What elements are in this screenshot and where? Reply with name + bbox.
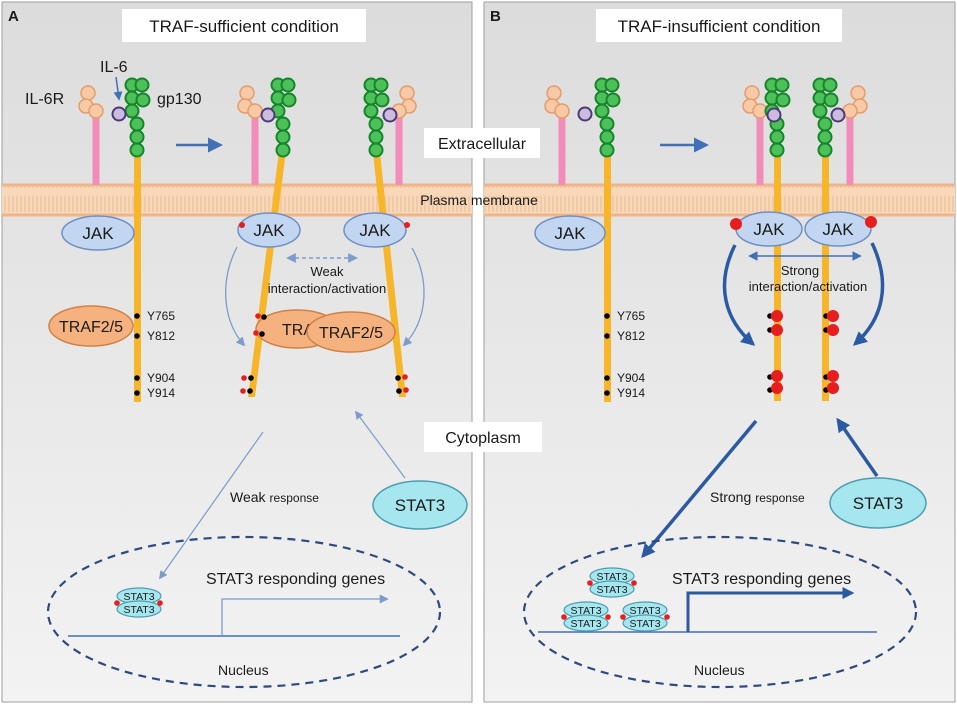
panel-b: B TRAF-insufficient condition JAK Y765 Y…	[483, 1, 956, 703]
y904-label: Y904	[147, 371, 175, 385]
extracellular-label: Extracellular	[438, 136, 527, 153]
il6-ligand-dimer-right-b	[830, 107, 846, 123]
svg-text:STAT3: STAT3	[123, 604, 154, 616]
stat3-genes-label-b: STAT3 responding genes	[672, 571, 851, 588]
gp130-cytoplasmic-chain-a	[134, 144, 141, 402]
panel-a-letter: A	[8, 8, 19, 25]
jak-label-b: JAK	[554, 224, 586, 243]
il6-ligand-dimer-right-a	[382, 107, 398, 123]
interaction-strength-a: Weak	[311, 264, 344, 279]
jak-dimer-right-label-a: JAK	[359, 221, 391, 240]
il6-ligand-dimer-left-b	[766, 107, 782, 123]
cytoplasm-label: Cytoplasm	[445, 430, 521, 447]
panel-a: A TRAF-sufficient condition IL-6 IL-6R g…	[1, 1, 473, 703]
gp130-dimer-right-chain-b	[822, 143, 829, 401]
extracellular-box	[424, 128, 540, 158]
y914-label: Y914	[147, 386, 175, 400]
traf-dimer-label: TRAF2/5	[319, 325, 383, 342]
y812-label: Y812	[147, 329, 175, 343]
gp130-dimer-left-chain-b	[774, 143, 781, 401]
il6-ligand-dimer-left-a	[260, 107, 276, 123]
stat3-free-b	[829, 477, 927, 529]
il6-ligand-b	[577, 106, 593, 122]
weak-response-arrow	[159, 431, 264, 580]
svg-text:STAT3: STAT3	[629, 605, 660, 617]
cytoplasm-box	[424, 422, 542, 452]
svg-text:STAT3: STAT3	[629, 618, 660, 630]
svg-text:STAT3: STAT3	[596, 584, 627, 596]
jak-monomer-a	[61, 215, 135, 251]
transcription-arrow-a	[221, 594, 389, 636]
nucleus-b	[522, 535, 918, 689]
plasma-membrane-label: Plasma membrane	[420, 192, 538, 208]
stat3-recruit-arrow-b	[836, 417, 879, 478]
nucleus-a	[46, 535, 442, 689]
ligand-label: IL-6	[100, 59, 128, 76]
strong-response-arrow	[641, 419, 758, 559]
jak-curve-arrow-left-b	[722, 244, 756, 346]
ligand-pointer-arrow	[113, 76, 123, 101]
jak-curve-arrow-left-a	[225, 246, 246, 347]
traf-dimer-front	[306, 311, 396, 353]
nucleus-label-a: Nucleus	[218, 662, 269, 678]
phospho-sites-dimer-b	[767, 310, 839, 394]
stat3-dimer-b3: STAT3 STAT3	[620, 601, 670, 632]
interaction-sub-b: interaction/activation	[749, 279, 868, 294]
jak-dimer-right-label-b: JAK	[822, 220, 854, 239]
panel-a-condition-title: TRAF-sufficient condition	[149, 17, 339, 36]
traf-label: TRAF2/5	[59, 319, 123, 336]
gp130-dimer-right-chain-a	[372, 143, 406, 397]
stat3-dimer-b2: STAT3 STAT3	[561, 601, 611, 632]
traf-monomer	[48, 305, 134, 347]
jak-monomer-b	[534, 215, 606, 251]
phospho-jak-right-b	[865, 216, 877, 228]
panel-b-condition-title: TRAF-insufficient condition	[618, 17, 821, 36]
jak-curve-arrow-right-b	[852, 242, 885, 346]
jak-dimer-right-b	[804, 211, 872, 247]
tyrosine-sites-a	[134, 313, 140, 396]
transcription-arrow-b	[686, 587, 855, 632]
interaction-strength-b: Strong	[781, 263, 819, 278]
stat3-recruit-arrow-a	[354, 410, 406, 479]
stat3-dimer-b1: STAT3 STAT3	[587, 567, 637, 598]
y914-label-b: Y914	[617, 386, 645, 400]
receptor-label: IL-6R	[25, 91, 64, 108]
y765-label: Y765	[147, 309, 175, 323]
jak-dimer-left-a	[237, 212, 301, 248]
stat3-genes-label-a: STAT3 responding genes	[206, 571, 385, 588]
tyrosine-sites-b	[604, 313, 610, 396]
y812-label-b: Y812	[617, 329, 645, 343]
phospho-sites-dimer-a	[240, 313, 409, 394]
panel-a-condition-box	[122, 9, 366, 42]
stat3-dimer-a: STAT3 STAT3	[114, 587, 163, 618]
jak-dimer-left-label-a: JAK	[253, 221, 285, 240]
interaction-sub-a: interaction/activation	[268, 281, 387, 296]
nucleus-label-b: Nucleus	[694, 662, 745, 678]
jak-dimer-right-a	[343, 212, 407, 248]
plasma-membrane-b	[484, 184, 955, 216]
y765-label-b: Y765	[617, 309, 645, 323]
jak-label: JAK	[82, 224, 114, 243]
panel-b-condition-box	[596, 9, 842, 42]
svg-text:STAT3: STAT3	[596, 571, 627, 583]
panel-b-letter: B	[490, 8, 501, 25]
jak-dimer-left-label-b: JAK	[753, 220, 785, 239]
stat3-label-b: STAT3	[853, 494, 903, 513]
plasma-membrane-a	[2, 184, 472, 216]
stat3-label-a: STAT3	[395, 496, 445, 515]
y904-label-b: Y904	[617, 371, 645, 385]
jak-curve-arrow-right-a	[402, 247, 425, 347]
svg-text:STAT3: STAT3	[570, 618, 601, 630]
phospho-jak-left-b	[730, 218, 742, 230]
svg-text:STAT3: STAT3	[570, 605, 601, 617]
il6-ligand-a	[111, 106, 127, 122]
transducer-label: gp130	[157, 91, 202, 108]
svg-text:STAT3: STAT3	[123, 591, 154, 603]
stat3-free-a	[372, 480, 468, 530]
gp130-cytoplasmic-chain-b	[604, 144, 611, 402]
